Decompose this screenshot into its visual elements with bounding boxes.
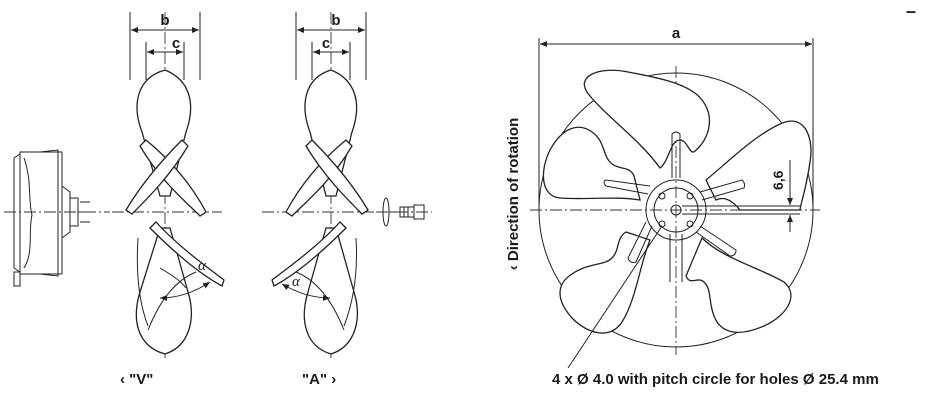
variant-a-label: "A" › — [302, 371, 337, 388]
dim-c-label-a: c — [322, 35, 330, 52]
variant-v-label: ‹ "V" — [120, 371, 154, 388]
blade-view-a — [262, 12, 378, 358]
mounting-screw — [376, 197, 432, 227]
rotation-direction-label: ‹ Direction of rotation — [505, 118, 522, 271]
corner-mark: – — [906, 1, 916, 21]
holes-note: 4 x Ø 4.0 with pitch circle for holes Ø … — [552, 371, 879, 388]
dim-a-label: a — [672, 25, 681, 42]
motor-side-view — [4, 149, 110, 287]
mounting-holes — [658, 192, 694, 228]
dim-keyway-label: 6,6 — [770, 170, 786, 190]
impeller-front-view — [530, 38, 820, 369]
dim-c-label-v: c — [172, 35, 180, 52]
dim-b-label-a: b — [331, 12, 340, 29]
angle-alpha-label-v: α — [198, 258, 207, 274]
dim-b-label-v: b — [160, 12, 169, 29]
angle-alpha-label-a: α — [292, 274, 301, 290]
blade-view-v — [112, 12, 225, 358]
